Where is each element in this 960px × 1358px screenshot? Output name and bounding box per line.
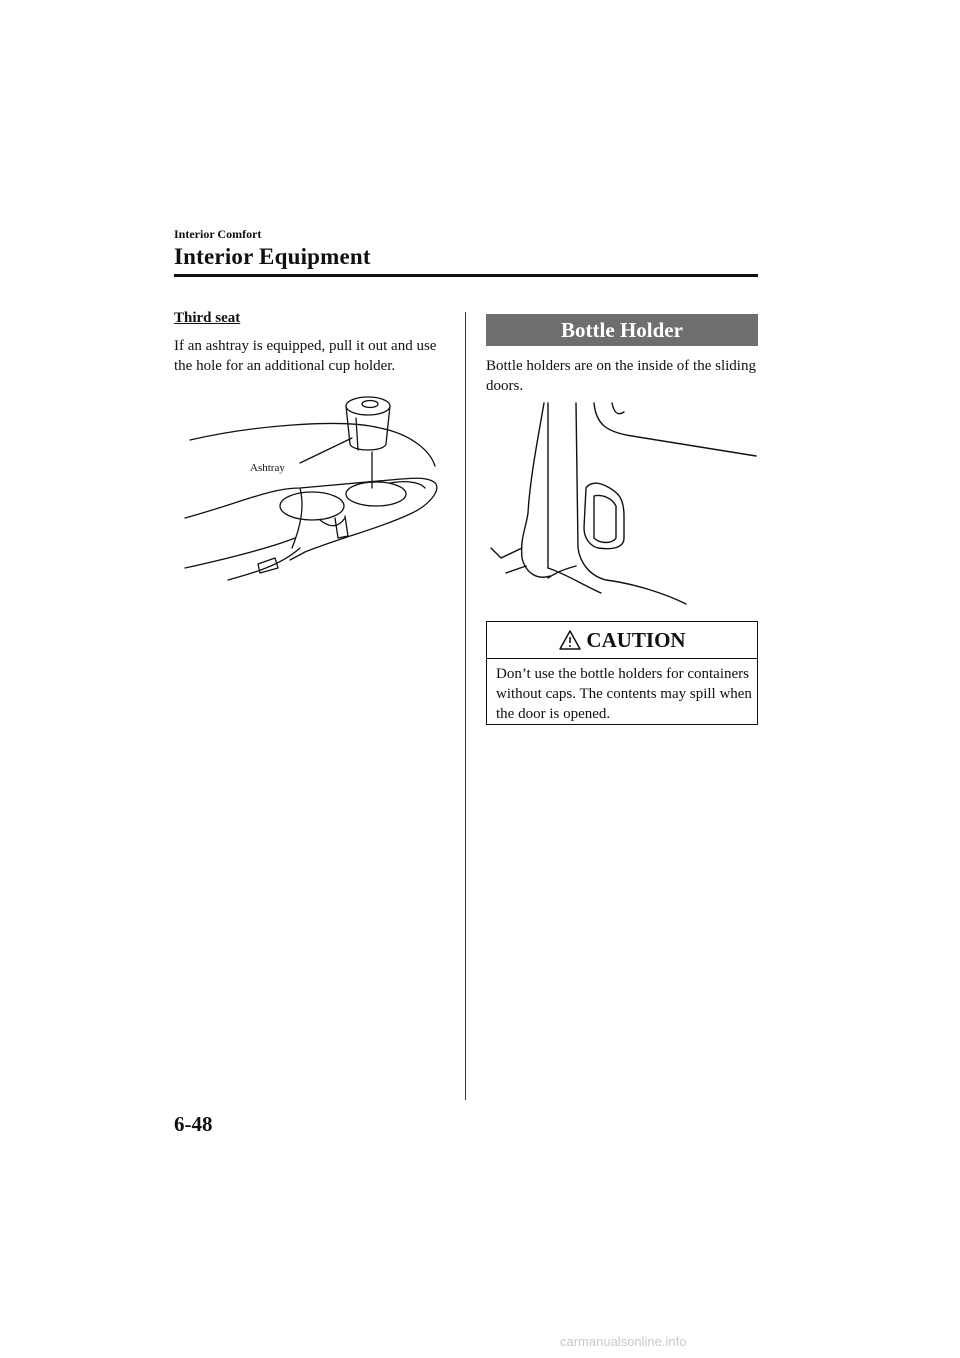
section-label: Interior Comfort	[174, 227, 262, 241]
bottle-holder-body-text: Bottle holders are on the inside of the …	[486, 358, 756, 394]
title-rule	[174, 274, 758, 277]
caution-header: CAUTION	[487, 622, 757, 659]
warning-triangle-icon	[559, 630, 582, 650]
bottle-holder-section-header: Bottle Holder	[486, 314, 758, 346]
page-number: 6-48	[174, 1112, 213, 1136]
caution-title: CAUTION	[586, 627, 686, 652]
page-title: Interior Equipment	[174, 244, 371, 269]
ashtray-illustration: Ashtray	[184, 396, 438, 581]
ashtray-callout-label: Ashtray	[250, 462, 285, 474]
third-seat-body-text: If an ashtray is equipped, pull it out a…	[174, 338, 437, 374]
bottle-holder-illustration	[490, 402, 757, 605]
third-seat-subheading: Third seat	[174, 310, 241, 326]
watermark: carmanualsonline.info	[560, 1334, 687, 1349]
caution-box: CAUTION Don’t use the bottle holders for…	[486, 621, 758, 725]
caution-text: Don’t use the bottle holders for contain…	[496, 666, 752, 722]
column-divider	[465, 312, 466, 1100]
